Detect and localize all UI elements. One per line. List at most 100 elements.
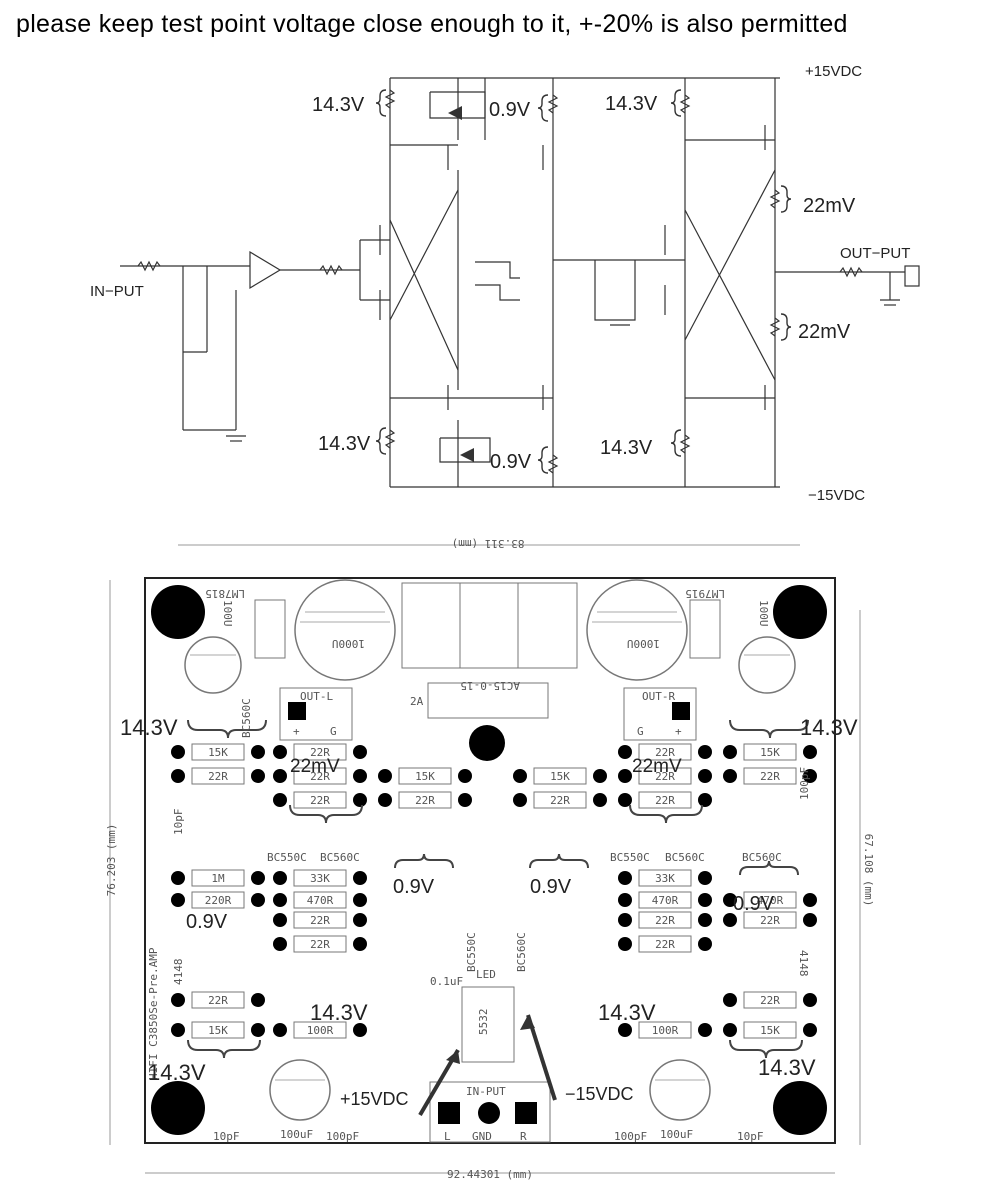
diode-4148-right-label: 4148 <box>797 950 810 977</box>
cap-10pf-right-label: 10pF <box>737 1130 764 1143</box>
pcb-pad <box>353 871 367 885</box>
headline: please keep test point voltage close eno… <box>16 10 848 38</box>
resistor-body <box>638 767 692 785</box>
pcb-pad <box>458 769 472 783</box>
pcb-pad <box>803 769 817 783</box>
pcb-pad <box>378 769 392 783</box>
pcb-pad <box>251 1023 265 1037</box>
transistor-560-left-label: BC560C <box>320 851 360 864</box>
mounting-hole <box>773 1081 827 1135</box>
overlay-test-point-7: 0.9V <box>733 893 775 915</box>
resistor-value: 22R <box>310 770 330 783</box>
rail-positive-label: +15VDC <box>805 63 862 80</box>
test-point-g: 0.9V <box>490 451 532 473</box>
input-left-label: L <box>444 1130 451 1143</box>
pcb-pad <box>353 1023 367 1037</box>
resistor-body <box>191 767 245 785</box>
mounting-hole <box>773 585 827 639</box>
pcb-pad <box>273 937 287 951</box>
resistor-value: 15K <box>208 1024 228 1037</box>
resistor-value: 15K <box>550 770 570 783</box>
led-label: LED <box>476 968 496 981</box>
test-point-d: 22mV <box>803 195 856 217</box>
cap-100pf-right-label: 100pF <box>614 1130 647 1143</box>
pcb-pad <box>618 913 632 927</box>
mounting-hole <box>151 585 205 639</box>
resistor-value: 15K <box>760 746 780 759</box>
resistor-value: 22R <box>655 938 675 951</box>
pcb-pad <box>698 871 712 885</box>
out-l-plus: + <box>293 725 300 738</box>
resistor-body <box>191 869 245 887</box>
pcb-pad <box>353 937 367 951</box>
pcb-pad <box>698 937 712 951</box>
pcb-pad <box>618 893 632 907</box>
transistor-560-right-label: BC560C <box>665 851 705 864</box>
test-point-b: 0.9V <box>489 99 531 121</box>
pcb-pad <box>353 769 367 783</box>
overlay-test-point-10: 14.3V <box>598 1000 656 1025</box>
pcb-pad <box>251 893 265 907</box>
pcb-pad <box>273 893 287 907</box>
resistor-value: 22R <box>208 770 228 783</box>
cap-10pf-vertical-label: 10pF <box>172 809 185 836</box>
cap-01uf-label: 0.1uF <box>430 975 463 988</box>
resistor-body <box>293 767 347 785</box>
resistor-value: 22R <box>550 794 570 807</box>
overlay-test-point-3: 22mV <box>290 756 340 777</box>
resistor-value: 22R <box>208 994 228 1007</box>
pcb-pad <box>803 1023 817 1037</box>
out-l-ground: G <box>330 725 337 738</box>
resistor-body <box>191 891 245 909</box>
overlay-test-point-12: 14.3V <box>758 1055 816 1080</box>
mounting-hole <box>151 1081 205 1135</box>
transistor-550-right-label: BC550C <box>610 851 650 864</box>
resistor-body <box>398 791 452 809</box>
pcb-pad <box>353 893 367 907</box>
resistor-body <box>293 791 347 809</box>
pcb-pad <box>251 993 265 1007</box>
resistor-body <box>638 869 692 887</box>
out-r-ground: G <box>637 725 644 738</box>
pcb-pad <box>171 745 185 759</box>
pcb-pad <box>618 769 632 783</box>
pcb-pad <box>171 993 185 1007</box>
pcb-pad <box>723 913 737 927</box>
input-ground-label: GND <box>472 1130 492 1143</box>
resistor-value: 470R <box>307 894 334 907</box>
pcb-pad <box>171 1023 185 1037</box>
dimension-left: 76.203 (mm) <box>105 824 118 897</box>
test-point-f: 14.3V <box>318 433 371 455</box>
resistor-value: 220R <box>205 894 232 907</box>
transistor-560-edge-label: BC560C <box>742 851 782 864</box>
resistor-value: 22R <box>310 914 330 927</box>
resistor-value: 33K <box>310 872 330 885</box>
resistor-body <box>743 1021 797 1039</box>
ac-terminal-label: AC15-0-15 <box>460 679 520 692</box>
cap-big-right-label: 1000U <box>627 637 660 650</box>
input-terminal-label: IN-PUT <box>466 1085 506 1098</box>
resistor-value: 15K <box>415 770 435 783</box>
overlay-positive-rail: +15VDC <box>340 1089 409 1109</box>
pcb-pad <box>273 1023 287 1037</box>
board-name: HIFI C3850Se-Pre.AMP <box>147 947 160 1080</box>
resistor-value: 33K <box>655 872 675 885</box>
pcb-pad <box>593 793 607 807</box>
resistor-body <box>191 991 245 1009</box>
overlay-test-point-9: 14.3V <box>310 1000 368 1025</box>
regulator-right-label: LM7915 <box>685 587 725 600</box>
resistor-body <box>293 1021 347 1039</box>
pcb-pad <box>171 769 185 783</box>
resistor-value: 22R <box>310 938 330 951</box>
pcb-pad <box>618 871 632 885</box>
pcb-pad <box>273 769 287 783</box>
out-r-label: OUT-R <box>642 690 675 703</box>
dimension-top: 83.311 (mm) <box>452 537 525 550</box>
pcb-pad <box>723 769 737 783</box>
input-label: IN−PUT <box>90 283 144 300</box>
pcb-pad <box>803 993 817 1007</box>
resistor-body <box>293 911 347 929</box>
test-point-e: 22mV <box>798 321 851 343</box>
cap-100uf-right-label: 100uF <box>660 1128 693 1141</box>
pcb-pad <box>171 871 185 885</box>
